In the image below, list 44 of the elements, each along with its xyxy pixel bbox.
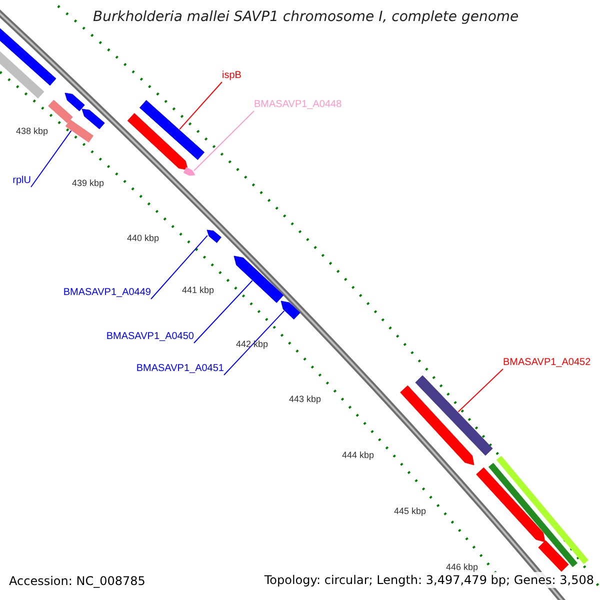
tick-label: 446 kbp (446, 562, 478, 572)
leader-line (458, 368, 504, 412)
tick-label: 442 kbp (236, 339, 268, 349)
leader-line (150, 235, 208, 300)
gene-feature (48, 100, 73, 124)
gene-feature (64, 92, 85, 112)
gene-feature (280, 300, 300, 320)
leader-line (194, 280, 253, 344)
gene-feature (82, 108, 105, 130)
tick-label: 438 kbp (16, 126, 48, 136)
leader-line (179, 82, 222, 130)
gene-label: BMASAVP1_A0450 (106, 331, 194, 343)
gene-feature (234, 256, 284, 303)
gene-feature (139, 100, 205, 160)
gene-feature (0, 26, 56, 86)
tick-label: 444 kbp (342, 450, 374, 460)
gene-feature (183, 167, 196, 176)
genome-info-text: Topology: circular; Length: 3,497,479 bp; Genes: 3,508 (262, 572, 596, 588)
gene-label: BMASAVP1_A0448 (254, 99, 342, 111)
title: Burkholderia mallei SAVP1 chromosome I, complete genome (93, 9, 519, 25)
leader-line (194, 110, 254, 172)
gene-label: rplU (12, 175, 31, 187)
gene-feature (415, 375, 493, 456)
gene-feature (206, 230, 222, 243)
gene-feature (488, 462, 578, 568)
gene-feature (65, 119, 94, 143)
gene-feature (400, 385, 474, 466)
tick-label: 439 kbp (72, 178, 104, 188)
accession-text: Accession: NC_008785 (9, 574, 146, 588)
leader-line (224, 310, 285, 376)
tick-label: 445 kbp (394, 506, 426, 516)
gene-label: BMASAVP1_A0451 (136, 363, 224, 375)
tick-label: 443 kbp (289, 394, 322, 404)
gene-label: BMASAVP1_A0452 (503, 357, 591, 369)
leader-line (30, 130, 72, 188)
tick-label: 440 kbp (127, 233, 160, 243)
gene-feature (476, 467, 546, 542)
gene-label: BMASAVP1_A0449 (63, 287, 151, 299)
gene-feature (538, 540, 569, 572)
gene-feature (0, 49, 44, 99)
gene-feature (127, 113, 188, 170)
gene-feature (496, 456, 589, 564)
gene-label: ispB (222, 70, 242, 82)
tick-label: 441 kbp (182, 285, 214, 295)
